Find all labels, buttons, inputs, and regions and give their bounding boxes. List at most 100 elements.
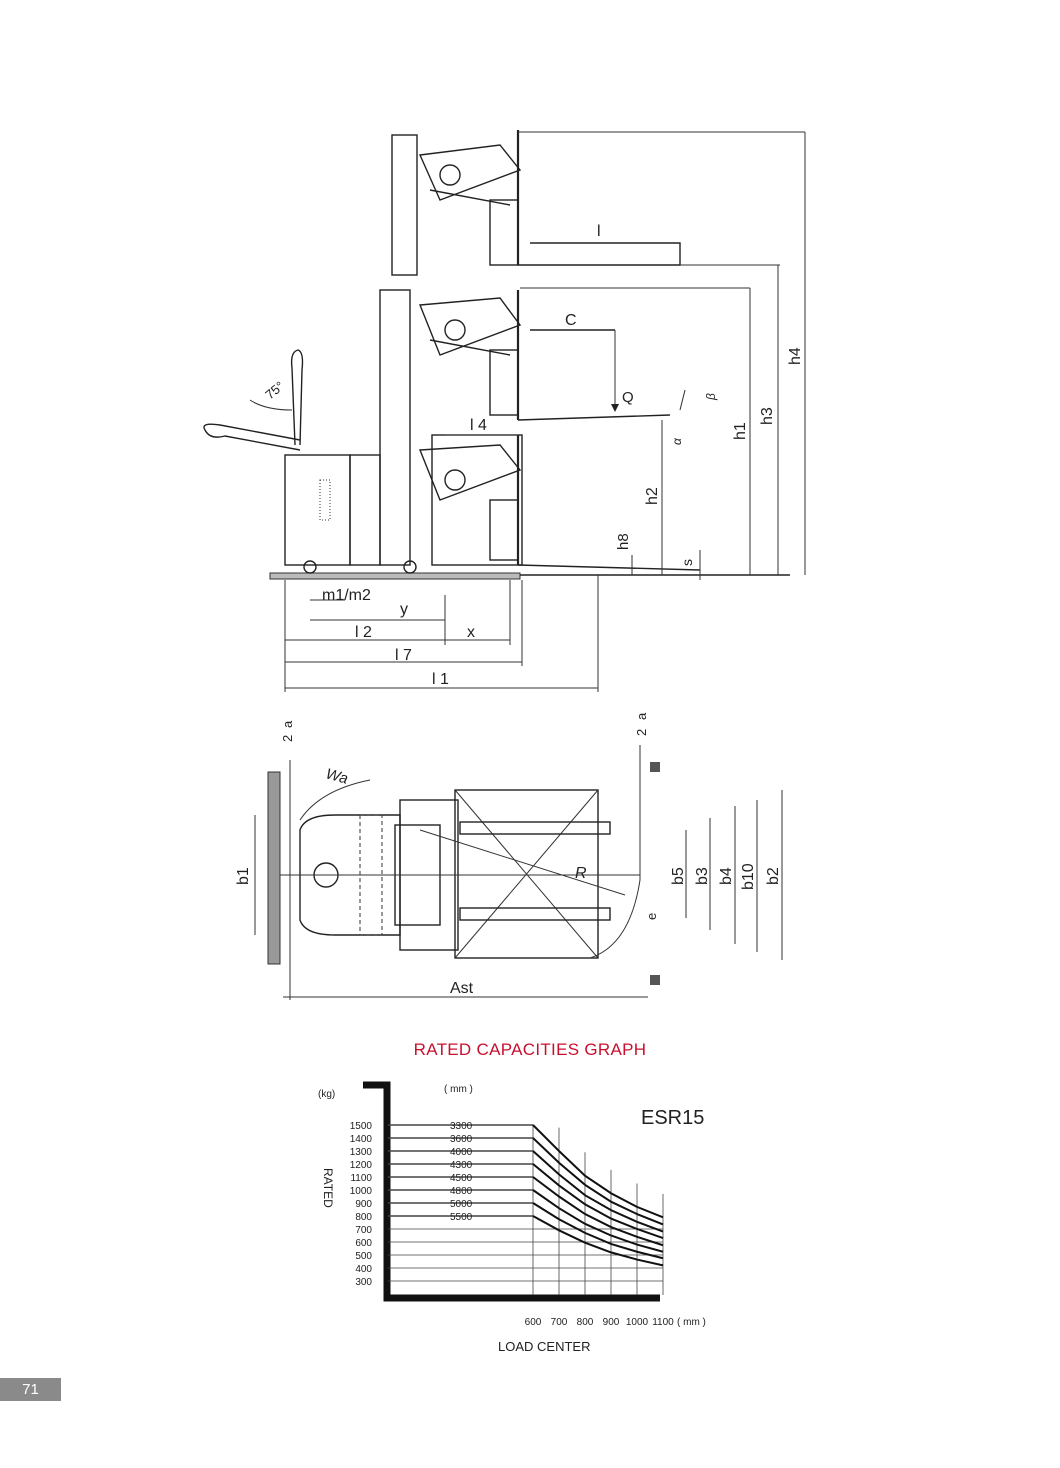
y-tick-label: 1100	[350, 1173, 372, 1184]
label-a2-right-2: 2	[634, 729, 649, 736]
series-curve	[532, 1189, 664, 1253]
x-unit: ( mm )	[677, 1317, 706, 1328]
x-tick-label: 700	[551, 1317, 568, 1328]
rear-wheel	[303, 560, 317, 574]
angle-arc	[249, 399, 293, 411]
y-tick-label: 300	[355, 1277, 372, 1288]
wall-left	[267, 771, 281, 965]
radius-line	[419, 829, 626, 896]
series-curve	[532, 1137, 664, 1226]
lift-height-label: 5000	[450, 1199, 473, 1210]
y-tick-label: 1200	[350, 1160, 373, 1171]
wall-mark-top	[650, 762, 660, 772]
y-tick-label: 400	[355, 1264, 372, 1275]
label-b5: b5	[670, 867, 687, 885]
label-h8: h8	[615, 533, 632, 550]
label-b10: b10	[740, 863, 757, 890]
fork-lower	[459, 907, 611, 921]
label-b1: b1	[235, 867, 252, 885]
label-b3: b3	[694, 867, 711, 885]
side-view: l C Q l 4 h4 h3 h1 h2 h8 s 75° α β m1/m2…	[203, 130, 806, 692]
lift-height-label: 4300	[450, 1160, 473, 1171]
series-curve	[532, 1124, 664, 1219]
series-curve	[532, 1176, 664, 1247]
y-tick-label: 1000	[350, 1186, 373, 1197]
label-x: x	[467, 624, 475, 641]
label-alpha: α	[670, 437, 684, 445]
tiller-upright	[290, 349, 304, 446]
label-h4: h4	[787, 347, 804, 365]
label-c: C	[565, 312, 577, 329]
label-s: s	[679, 559, 695, 566]
fork-upper	[459, 821, 611, 835]
ground-strip	[269, 572, 521, 580]
label-h1: h1	[732, 422, 749, 440]
mast-outer	[379, 289, 411, 566]
y-tick-label: 1500	[350, 1121, 373, 1132]
truck-body	[284, 454, 351, 566]
y-tick-label: 1400	[350, 1134, 373, 1145]
wall-mark-bottom	[650, 975, 660, 985]
battery-cover	[349, 454, 381, 566]
label-b4: b4	[718, 867, 735, 885]
top-view: a 2 a 2 Wa b1 R e b5 b3 b4 b10 b2 Ast	[235, 712, 783, 1000]
page-number: 71	[0, 1378, 61, 1401]
label-r: R	[575, 865, 587, 882]
label-l4: l 4	[470, 417, 487, 434]
x-tick-label: 1100	[652, 1317, 674, 1328]
x-tick-label: 800	[577, 1317, 594, 1328]
series-curve	[532, 1150, 664, 1233]
q-arrowhead	[611, 404, 619, 412]
heights-unit: ( mm )	[444, 1084, 473, 1095]
lift-height-label: 4500	[450, 1173, 473, 1184]
y-axis-label: RATED	[321, 1168, 335, 1208]
x-tick-label: 900	[603, 1317, 620, 1328]
series-curve	[532, 1202, 664, 1260]
label-a2-right-a: a	[634, 712, 649, 720]
pallet	[454, 789, 599, 959]
vent-grille	[319, 479, 331, 521]
label-l7: l 7	[395, 647, 412, 664]
label-q: Q	[622, 389, 634, 406]
series-curve	[532, 1215, 664, 1267]
y-tick-label: 900	[355, 1199, 372, 1210]
label-h3: h3	[759, 407, 776, 425]
x-tick-label: 1000	[626, 1317, 649, 1328]
wa-arc	[299, 779, 371, 821]
label-angle: 75°	[262, 378, 287, 402]
lift-height-label: 4000	[450, 1147, 473, 1158]
y-tick-label: 600	[355, 1238, 372, 1249]
label-e: e	[644, 913, 659, 920]
graph-frame	[363, 1081, 660, 1302]
label-y: y	[400, 601, 408, 618]
y-tick-label: 800	[355, 1212, 372, 1223]
label-l1: l 1	[432, 671, 449, 688]
fork-carriage-top	[418, 130, 681, 266]
series-curve	[532, 1163, 664, 1240]
y-tick-label: 500	[355, 1251, 372, 1262]
capacity-graph: (kg) ( mm ) ESR15 RATED LOAD CENTER ( mm…	[318, 1081, 706, 1354]
lift-height-label: 3300	[450, 1121, 473, 1132]
fork-carriage-mid	[419, 290, 671, 421]
y-tick-label: 1300	[350, 1147, 373, 1158]
tiller-down	[203, 423, 301, 451]
lift-height-label: 4800	[450, 1186, 473, 1197]
beta-tick	[679, 389, 686, 411]
graph-title: RATED CAPACITIES GRAPH	[413, 1040, 647, 1059]
label-beta: β	[704, 393, 718, 401]
lift-height-label: 5500	[450, 1212, 473, 1223]
pallet-diag-2	[454, 789, 599, 959]
lift-height-label: 3600	[450, 1134, 473, 1145]
label-l: l	[597, 223, 601, 240]
swing-arc	[589, 879, 641, 959]
model-label: ESR15	[641, 1107, 704, 1129]
label-a2-left-2: 2	[280, 735, 295, 742]
x-tick-label: 600	[525, 1317, 542, 1328]
label-b2: b2	[765, 867, 782, 885]
mast-top	[391, 134, 418, 276]
label-a2-left-a: a	[280, 720, 295, 728]
y-unit: (kg)	[318, 1089, 335, 1100]
label-m1m2: m1/m2	[322, 587, 371, 604]
label-wa: Wa	[324, 765, 350, 787]
